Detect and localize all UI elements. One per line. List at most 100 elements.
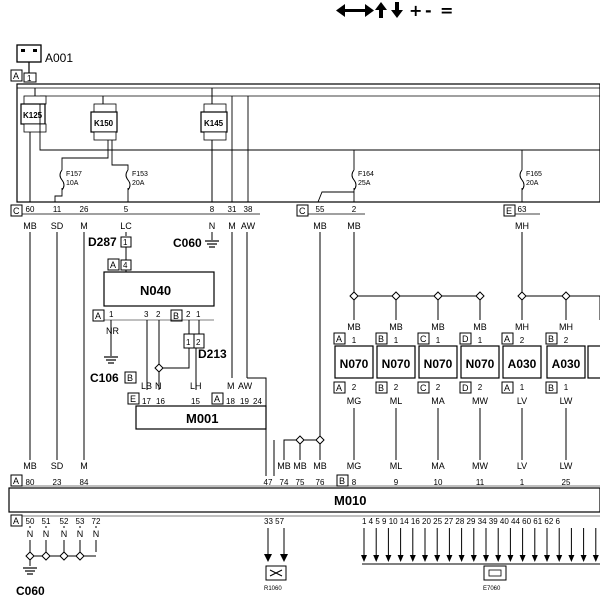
relay-k125[interactable]: K125 (20, 88, 47, 202)
pin-label: 2 (352, 205, 357, 214)
zoom-out-button[interactable]: - (425, 1, 432, 20)
component-r1060[interactable]: R1060 (264, 528, 288, 592)
wire-code: MB (389, 322, 403, 332)
pin-label: 11 (53, 205, 62, 214)
svg-text:A: A (13, 476, 19, 486)
pin-label: 8 (210, 205, 215, 214)
wire-code: MB (277, 461, 291, 471)
wire-code: MB (347, 322, 361, 332)
fuse-f153[interactable]: F153 20A (125, 169, 148, 191)
wire-code: MB (473, 322, 487, 332)
ground-c060-top[interactable]: C060 (173, 236, 219, 250)
pin-label: 1 (394, 336, 399, 345)
svg-text:K145: K145 (204, 119, 224, 128)
svg-text:C060: C060 (16, 584, 45, 598)
svg-text:10A: 10A (66, 180, 79, 187)
pin-label: 1 (520, 478, 525, 487)
fuse-box-internal-wiring (39, 96, 600, 203)
connector-letter: B (548, 334, 554, 344)
module-m001[interactable]: E 17 16 15 A 18 19 24 M001 (127, 392, 267, 430)
svg-text:F153: F153 (132, 171, 148, 178)
connector-letter: A (336, 334, 342, 344)
fuse-f165[interactable]: F165 20A (519, 169, 542, 191)
svg-text:2: 2 (196, 338, 201, 347)
pin-label: 5 (124, 205, 129, 214)
relay-k150[interactable]: K150 (90, 96, 118, 141)
svg-text:2: 2 (186, 310, 191, 319)
wire-code: LC (120, 221, 132, 231)
battery-a001[interactable]: A001 (16, 44, 73, 73)
pin-label: 47 (264, 478, 273, 487)
pin-label: 75 (296, 478, 305, 487)
wire-code: ML (390, 396, 403, 406)
module-label: N070 (424, 357, 453, 371)
wire-code: ML (390, 461, 403, 471)
wire-code: N (61, 529, 68, 539)
module-m010[interactable]: A B M010 A (8, 474, 600, 527)
connector-d213[interactable]: 1 2 D213 (183, 333, 227, 361)
pin-label: 31 (228, 205, 237, 214)
wire-code: N (209, 221, 216, 231)
fit-view-button[interactable]: = (440, 1, 453, 20)
svg-text:B: B (127, 373, 133, 383)
module-label: N070 (466, 357, 495, 371)
svg-text:C060: C060 (173, 236, 202, 250)
pin-label: 55 (316, 205, 325, 214)
m010-output-arrows (361, 528, 599, 562)
connector-c-row: C C E (10, 204, 540, 217)
svg-text:E: E (130, 394, 136, 404)
pin-label: 84 (80, 478, 89, 487)
pin-label: 1 (564, 383, 569, 392)
pin-label: 2 (520, 336, 525, 345)
pin-label: 8 (352, 478, 357, 487)
wire-code: MA (431, 461, 445, 471)
svg-text:R1060: R1060 (264, 586, 282, 592)
connector-letter: D (462, 334, 469, 344)
svg-text:C: C (299, 206, 306, 216)
svg-text:1: 1 (27, 74, 32, 83)
svg-text:16: 16 (156, 397, 165, 406)
svg-text:25A: 25A (358, 180, 371, 187)
connector-letter: B (548, 383, 554, 393)
fuse-f157[interactable]: F157 10A (59, 169, 82, 191)
relay-k145[interactable]: K145 (200, 88, 228, 202)
connector-d287[interactable]: D287 1 (88, 235, 132, 272)
wire-code: MB (313, 221, 327, 231)
svg-text:1: 1 (109, 310, 114, 319)
pin-label: 33 57 (264, 517, 285, 526)
pin-label: 63 (518, 205, 527, 214)
junction-node (154, 363, 164, 373)
ground-c060-bottom[interactable]: C060 (16, 567, 45, 598)
svg-text:A: A (95, 311, 101, 321)
component-e7060[interactable]: E7060 (362, 563, 600, 592)
pin-label: 50 (26, 517, 35, 526)
svg-text:D287: D287 (88, 235, 117, 249)
pin-label: 1 (520, 383, 525, 392)
zoom-in-button[interactable]: + (409, 1, 422, 20)
pin-label: 2 (394, 383, 399, 392)
fuse-f164[interactable]: F164 25A (351, 169, 374, 191)
nav-arrows-icon[interactable] (336, 2, 403, 18)
pin-label: 74 (280, 478, 289, 487)
connector-letter: A (504, 383, 510, 393)
svg-text:C106: C106 (90, 371, 119, 385)
junction-node (295, 435, 305, 445)
connector-letter: D (462, 383, 469, 393)
svg-text:1: 1 (186, 338, 191, 347)
wire-code: N (77, 529, 84, 539)
ground-c106[interactable]: C106 B (90, 356, 137, 385)
module-label: A030 (552, 357, 581, 371)
module-n040[interactable]: A 4 N040 A 1 3 2 B 2 1 (92, 258, 215, 322)
ground-network-c060 (25, 540, 97, 566)
pin-label: 25 (562, 478, 571, 487)
toolbar: + - = (336, 1, 453, 20)
